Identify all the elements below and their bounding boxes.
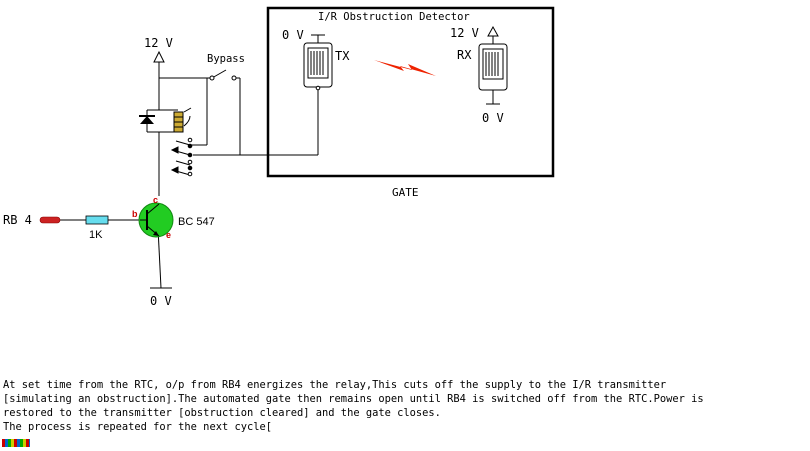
pin-b-label: b bbox=[132, 209, 138, 219]
rx-label: RX bbox=[457, 48, 472, 62]
detector-title: I/R Obstruction Detector bbox=[318, 11, 470, 23]
transistor-label: BC 547 bbox=[178, 216, 215, 228]
wires bbox=[60, 35, 494, 289]
gate-label: GATE bbox=[392, 186, 419, 199]
rx-ground-label: 0 V bbox=[482, 111, 504, 125]
rx-receiver-icon bbox=[478, 43, 508, 91]
supply-arrow-icon bbox=[153, 50, 165, 63]
detector-box bbox=[266, 6, 555, 178]
ir-beam-icon bbox=[374, 60, 436, 76]
relay-contacts-icon bbox=[170, 137, 193, 177]
resistor-label: 1K bbox=[89, 229, 103, 241]
rb4-label: RB 4 bbox=[3, 213, 32, 227]
tx-label: TX bbox=[335, 49, 350, 63]
ground-label: 0 V bbox=[150, 294, 172, 308]
transistor-icon bbox=[138, 202, 174, 238]
resistor-icon bbox=[85, 215, 109, 225]
description-line: restored to the transmitter [obstruction… bbox=[3, 407, 441, 419]
rx-supply-label: 12 V bbox=[450, 26, 479, 40]
diode-icon bbox=[139, 110, 155, 132]
rx-supply-arrow-icon bbox=[487, 25, 499, 37]
description-line: The process is repeated for the next cyc… bbox=[3, 421, 272, 433]
tx-supply-label: 0 V bbox=[282, 28, 304, 42]
app-badge-icon bbox=[2, 439, 30, 447]
description-line: [simulating an obstruction].The automate… bbox=[3, 393, 704, 405]
supply-12v-label: 12 V bbox=[144, 36, 173, 50]
tx-emitter-icon bbox=[303, 42, 333, 91]
pin-e-label: e bbox=[166, 230, 171, 240]
relay-coil-icon bbox=[173, 107, 192, 133]
description-line: At set time from the RTC, o/p from RB4 e… bbox=[3, 379, 667, 391]
bypass-switch-icon bbox=[209, 75, 237, 81]
pin-c-label: c bbox=[153, 195, 158, 205]
bypass-label: Bypass bbox=[207, 53, 245, 65]
input-pin-icon bbox=[39, 216, 61, 224]
description-text: At set time from the RTC, o/p from RB4 e… bbox=[3, 378, 803, 434]
